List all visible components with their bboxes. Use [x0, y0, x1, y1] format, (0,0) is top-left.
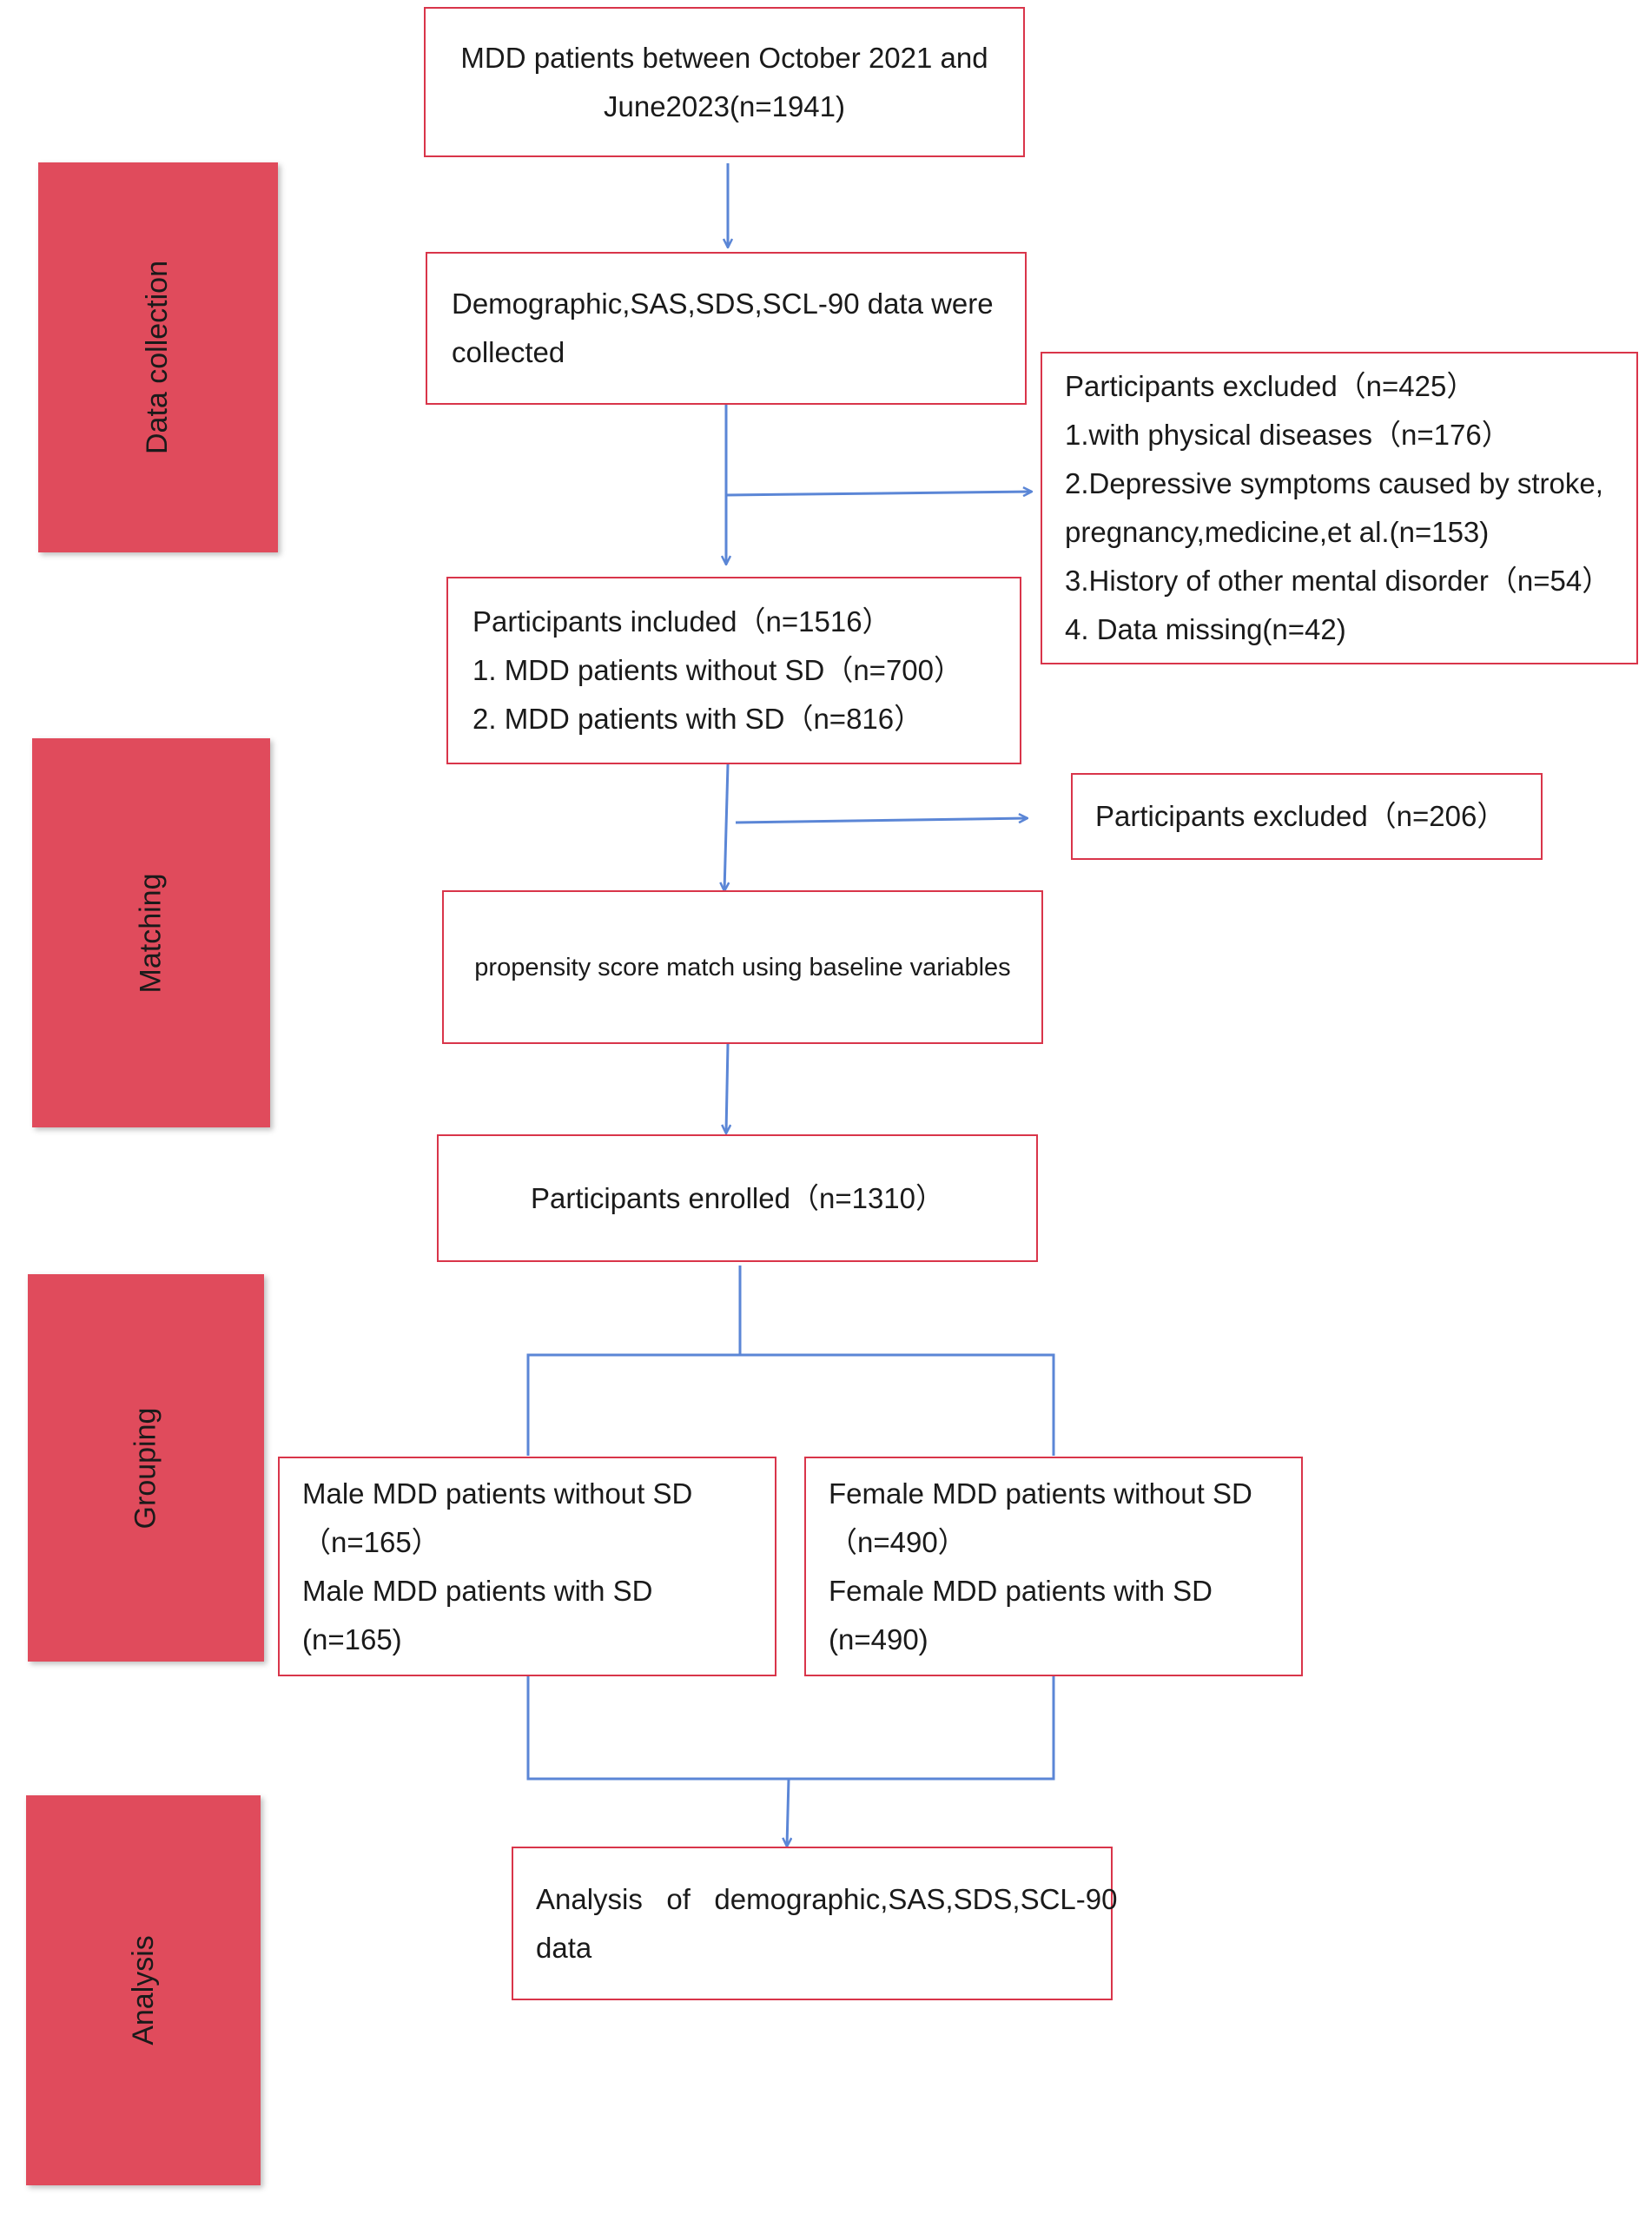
phase-grouping: Grouping: [28, 1274, 264, 1662]
included-title: Participants included（n=1516）: [472, 605, 891, 638]
excluded-1-item: 2.Depressive symptoms caused by stroke,: [1065, 467, 1603, 499]
merge-connector: [526, 1676, 1055, 1781]
arrow-matching-to-enrolled: [726, 1043, 728, 1133]
included-item: 2. MDD patients with SD（n=816）: [472, 703, 923, 735]
source-line-1: MDD patients between October 2021 and: [460, 41, 988, 74]
split-connector: [526, 1265, 742, 1456]
male-line-4: (n=165): [302, 1622, 402, 1655]
female-line-1: Female MDD patients without SD: [829, 1477, 1252, 1510]
box-excluded-1: Participants excluded（n=425） 1.with phys…: [1041, 352, 1638, 664]
arrow-included-to-matching: [724, 763, 728, 891]
male-line-2: （n=165）: [302, 1525, 440, 1558]
enrolled-text: Participants enrolled（n=1310）: [530, 1181, 945, 1214]
phase-matching-label: Matching: [134, 873, 168, 993]
phase-data-collection-label: Data collection: [141, 260, 175, 455]
phase-analysis-label: Analysis: [126, 1935, 160, 2045]
female-line-3: Female MDD patients with SD: [829, 1574, 1213, 1607]
female-line-4: (n=490): [829, 1622, 928, 1655]
source-line-2: June2023(n=1941): [604, 89, 845, 122]
excluded-2-title: Participants excluded（n=206）: [1095, 800, 1506, 832]
analysis-line-2: data: [536, 1931, 592, 1964]
box-collected: Demographic,SAS,SDS,SCL-90 data were col…: [426, 252, 1027, 405]
arrow-to-excluded-2: [735, 818, 1028, 824]
arrow-merge-to-analysis: [787, 1778, 789, 1847]
box-enrolled: Participants enrolled（n=1310）: [437, 1134, 1038, 1262]
box-male: Male MDD patients without SD （n=165） Mal…: [278, 1457, 776, 1676]
included-item: 1. MDD patients without SD（n=700）: [472, 654, 963, 686]
matching-text: propensity score match using baseline va…: [474, 953, 1011, 981]
box-matching: propensity score match using baseline va…: [442, 890, 1043, 1044]
phase-data-collection: Data collection: [38, 162, 278, 552]
excluded-1-item: 1.with physical diseases（n=176）: [1065, 419, 1510, 451]
male-line-3: Male MDD patients with SD: [302, 1574, 653, 1607]
female-line-2: （n=490）: [829, 1525, 967, 1558]
split-connector-right: [740, 1353, 1055, 1456]
collected-line-2: collected: [452, 336, 565, 368]
excluded-1-item: 3.History of other mental disorder（n=54）: [1065, 565, 1611, 597]
phase-analysis: Analysis: [26, 1795, 261, 2185]
box-analysis: Analysis of demographic,SAS,SDS,SCL-90 d…: [512, 1847, 1118, 2000]
phase-matching: Matching: [32, 738, 270, 1127]
box-female: Female MDD patients without SD （n=490） F…: [804, 1457, 1303, 1676]
collected-line-1: Demographic,SAS,SDS,SCL-90 data were: [452, 287, 994, 320]
excluded-1-title: Participants excluded（n=425）: [1065, 370, 1476, 402]
arrow-to-excluded-1: [725, 492, 1032, 495]
excluded-1-item: 4. Data missing(n=42): [1065, 613, 1346, 645]
excluded-1-item: pregnancy,medicine,et al.(n=153): [1065, 516, 1490, 548]
analysis-line-1: Analysis of demographic,SAS,SDS,SCL-90: [536, 1882, 1118, 1915]
box-included: Participants included（n=1516） 1. MDD pat…: [446, 577, 1021, 764]
male-line-1: Male MDD patients without SD: [302, 1477, 693, 1510]
phase-grouping-label: Grouping: [129, 1407, 162, 1529]
box-excluded-2: Participants excluded（n=206）: [1071, 773, 1543, 860]
box-source: MDD patients between October 2021 and Ju…: [424, 7, 1025, 157]
